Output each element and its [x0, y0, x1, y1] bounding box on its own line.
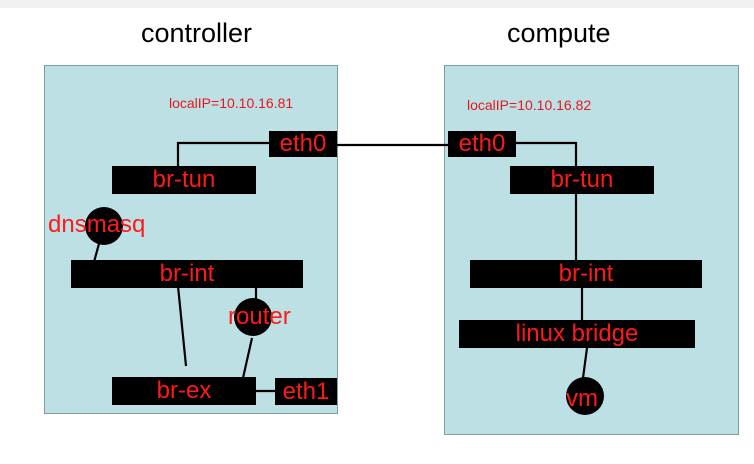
- controller-eth0-bar: eth0: [269, 131, 337, 157]
- compute-brint-bar: br-int: [470, 260, 702, 288]
- linux-bridge-bar: linux bridge: [459, 320, 695, 348]
- linux-bridge-label: linux bridge: [515, 320, 639, 347]
- controller-brex-label: br-ex: [156, 377, 212, 404]
- controller-brint-label: br-int: [159, 260, 215, 287]
- top-strip: [0, 0, 754, 8]
- compute-brtun-label: br-tun: [550, 166, 614, 193]
- dnsmasq-node: [85, 207, 123, 245]
- controller-brtun-bar: br-tun: [112, 166, 256, 194]
- compute-eth0-brtun-line: [515, 141, 578, 166]
- dnsmasq-label: dnsmasq: [48, 211, 146, 238]
- linuxbridge-vm-line: [581, 347, 589, 379]
- compute-title: compute: [507, 18, 611, 48]
- controller-title: controller: [141, 18, 253, 48]
- controller-eth1-label: eth1: [282, 377, 330, 405]
- vm-label: vm: [566, 385, 598, 412]
- compute-eth0-bar: eth0: [448, 131, 516, 157]
- router-brex-line: [241, 337, 254, 379]
- controller-eth0-brtun-line: [176, 141, 272, 170]
- compute-eth0-label: eth0: [458, 130, 506, 157]
- compute-localip-label: localIP=10.10.16.82: [467, 97, 592, 113]
- router-label: router: [228, 303, 291, 330]
- compute-brtun-bar: br-tun: [510, 166, 654, 194]
- controller-brint-bar: br-int: [71, 260, 303, 288]
- controller-brtun-label: br-tun: [152, 166, 216, 193]
- brint-brex-line: [176, 285, 188, 367]
- controller-eth0-label: eth0: [279, 130, 327, 157]
- controller-localip-label: localIP=10.10.16.81: [169, 95, 294, 111]
- controller-eth1-bar: eth1: [275, 378, 337, 405]
- router-node: [234, 298, 272, 336]
- compute-host-box: [444, 65, 739, 435]
- controller-brex-bar: br-ex: [112, 377, 256, 405]
- vm-node: [566, 377, 604, 415]
- compute-brint-label: br-int: [558, 260, 614, 287]
